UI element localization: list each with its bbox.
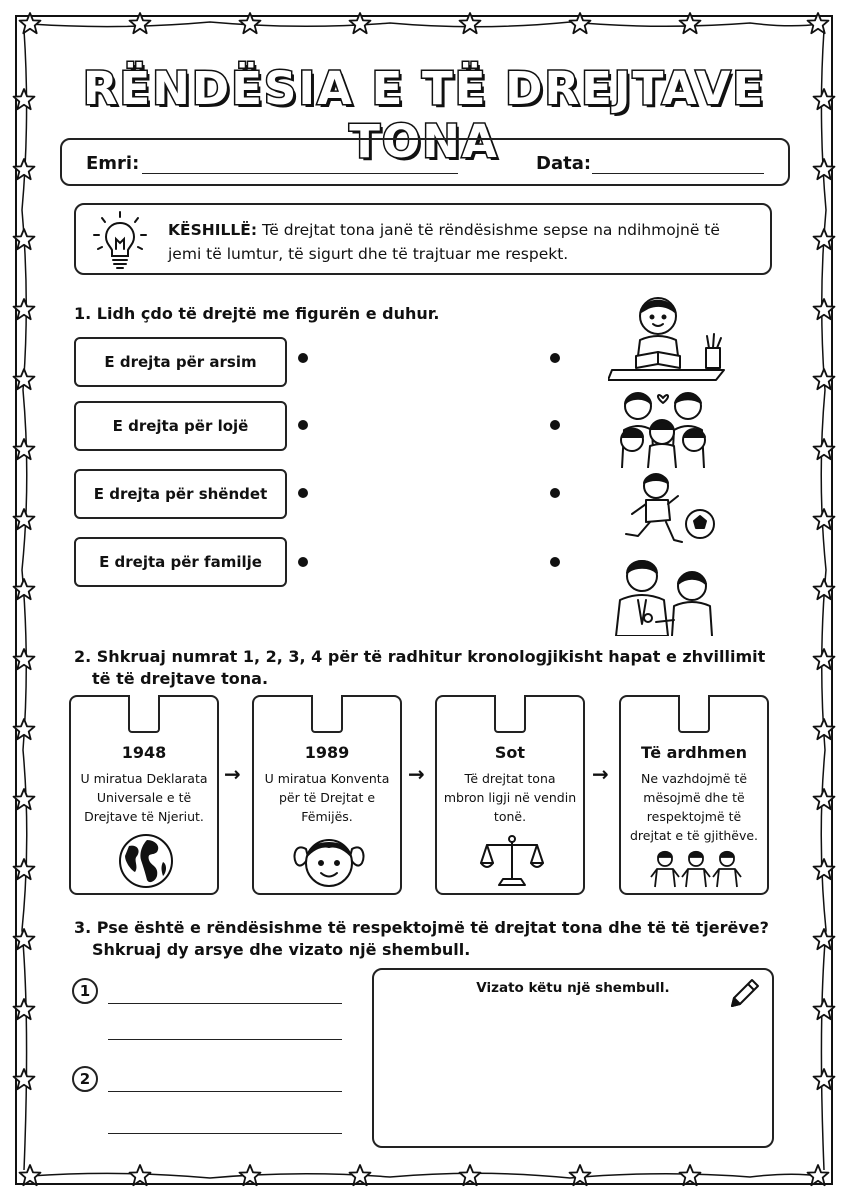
answer-number-2: 2 [72, 1066, 98, 1092]
question-3-prompt-line2: Shkruaj dy arsye dhe vizato një shembull… [92, 940, 471, 959]
star-icon [18, 1164, 42, 1187]
child-studying-icon [608, 297, 725, 381]
girl-face-icon [293, 839, 365, 887]
pencil-icon [731, 979, 759, 1007]
star-icon [238, 1164, 262, 1187]
doctor-child-icon [615, 560, 713, 636]
card-text: Ne vazhdojmë të mësojmë dhe të respektoj… [629, 771, 759, 843]
answer-line[interactable] [108, 1133, 342, 1134]
child-playing-football-icon [625, 473, 715, 543]
star-icon [806, 1164, 830, 1187]
match-dot-right[interactable] [550, 488, 560, 498]
card-heading: Të ardhmen [640, 743, 748, 762]
arrow-right-icon: → [408, 762, 425, 786]
star-icon [128, 1164, 152, 1187]
scales-icon [480, 835, 544, 886]
name-date-box: Emri: Data: [60, 138, 790, 186]
name-field[interactable] [142, 173, 458, 174]
tip-box: KËSHILLË: Të drejtat tona janë të rëndës… [74, 203, 772, 275]
timeline-card-future: Të ardhmen Ne vazhdojmë të mësojmë dhe t… [619, 695, 769, 895]
right-box-education: E drejta për arsim [74, 337, 287, 387]
match-dot-right[interactable] [550, 353, 560, 363]
drawing-area-label: Vizato këtu një shembull. [476, 980, 670, 996]
arrow-right-icon: → [224, 762, 241, 786]
match-dot-left[interactable] [298, 488, 308, 498]
answer-line[interactable] [108, 1039, 342, 1040]
star-icon [458, 1164, 482, 1187]
question-2-prompt-line1: 2. Shkruaj numrat 1, 2, 3, 4 për të radh… [74, 647, 766, 666]
name-label: Emri: [86, 153, 140, 174]
card-heading: 1989 [304, 743, 350, 762]
match-dot-right[interactable] [550, 420, 560, 430]
order-number-box[interactable] [128, 695, 160, 733]
timeline-card-sot: Sot Të drejtat tona mbron ligji në vendi… [435, 695, 585, 895]
globe-icon [119, 834, 173, 888]
timeline-card-1948: 1948 U miratua Deklarata Universale e të… [69, 695, 219, 895]
question-3-prompt-line1: 3. Pse është e rëndësishme të respektojm… [74, 918, 769, 937]
answer-number-1: 1 [72, 978, 98, 1004]
star-icon [678, 1164, 702, 1187]
card-text: U miratua Konventa për të Drejtat e Fëmi… [264, 771, 390, 824]
drawing-area[interactable]: Vizato këtu një shembull. [372, 968, 774, 1148]
question-1-prompt: 1. Lidh çdo të drejtë me figurën e duhur… [74, 304, 440, 323]
card-text: U miratua Deklarata Universale e të Drej… [80, 771, 208, 824]
timeline-card-1989: 1989 U miratua Konventa për të Drejtat e… [252, 695, 402, 895]
match-dot-right[interactable] [550, 557, 560, 567]
lightbulb-icon [93, 211, 147, 269]
match-dot-left[interactable] [298, 353, 308, 363]
tip-text: KËSHILLË: Të drejtat tona janë të rëndës… [168, 218, 758, 266]
match-dot-left[interactable] [298, 557, 308, 567]
answer-line[interactable] [108, 1091, 342, 1092]
order-number-box[interactable] [311, 695, 343, 733]
star-icon [568, 1164, 592, 1187]
tip-label: KËSHILLË: [168, 221, 258, 239]
family-icon [620, 392, 706, 468]
arrow-right-icon: → [592, 762, 609, 786]
card-text: Të drejtat tona mbron ligji në vendin to… [443, 771, 577, 824]
date-label: Data: [536, 153, 592, 174]
right-box-family: E drejta për familje [74, 537, 287, 587]
right-box-health: E drejta për shëndet [74, 469, 287, 519]
date-field[interactable] [592, 173, 764, 174]
answer-line[interactable] [108, 1003, 342, 1004]
card-heading: Sot [494, 743, 526, 762]
tip-body: Të drejtat tona janë të rëndësishme seps… [168, 221, 720, 263]
star-icon [348, 1164, 372, 1187]
match-dot-left[interactable] [298, 420, 308, 430]
question-2-prompt-line2: të të drejtave tona. [92, 669, 269, 688]
card-heading: 1948 [121, 743, 167, 762]
order-number-box[interactable] [678, 695, 710, 733]
page-title: RËNDËSIA E TË DREJTAVE TONA [81, 61, 766, 170]
right-box-play: E drejta për lojë [74, 401, 287, 451]
order-number-box[interactable] [494, 695, 526, 733]
children-group-icon [650, 850, 742, 888]
